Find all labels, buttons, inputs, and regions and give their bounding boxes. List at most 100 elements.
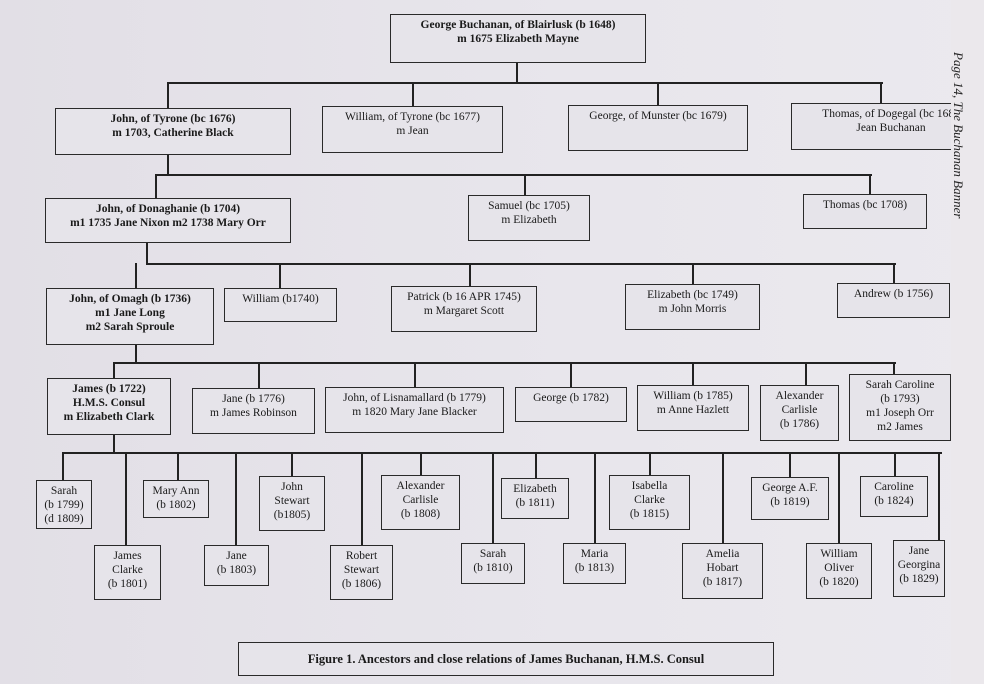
- person-detail: Clarke: [634, 494, 665, 506]
- person-box-mary-ann: Mary Ann (b 1802): [143, 480, 209, 518]
- connector-line: [938, 452, 940, 540]
- connector-line: [893, 263, 895, 283]
- connector-line: [291, 452, 293, 476]
- person-detail: Jean Buchanan: [856, 122, 926, 134]
- person-name: Samuel (bc 1705): [488, 200, 570, 212]
- person-detail: (b 1802): [156, 499, 196, 511]
- person-box-george-munster: George, of Munster (bc 1679): [568, 105, 748, 151]
- person-name: John, of Donaghanie (b 1704): [95, 203, 241, 215]
- connector-line: [838, 452, 840, 543]
- connector-line: [155, 174, 872, 176]
- person-name: John, of Omagh (b 1736): [69, 293, 191, 305]
- connector-line: [113, 435, 115, 452]
- person-detail: (b 1803): [216, 564, 257, 576]
- person-name: William (b1740): [242, 293, 319, 305]
- connector-line: [869, 174, 871, 194]
- person-name: John: [281, 481, 303, 493]
- person-detail: (b 1817): [702, 576, 743, 588]
- person-name: Elizabeth (bc 1749): [647, 289, 738, 301]
- person-detail: m2 James: [877, 421, 923, 433]
- page-margin: [951, 0, 984, 684]
- person-detail: (b 1813): [574, 562, 615, 574]
- person-name: John, of Lisnamallard (b 1779): [343, 392, 486, 404]
- person-name: Alexander: [396, 480, 445, 492]
- connector-line: [167, 82, 883, 84]
- connector-line: [361, 452, 363, 545]
- person-name: Robert: [345, 550, 378, 562]
- person-detail: (b 1806): [341, 578, 382, 590]
- person-name: Patrick (b 16 APR 1745): [407, 291, 521, 303]
- person-name: Jane: [226, 550, 247, 562]
- connector-line: [524, 174, 526, 195]
- person-detail: (b 1793): [880, 393, 920, 405]
- connector-line: [135, 345, 137, 362]
- connector-line: [113, 362, 896, 364]
- connector-line: [657, 82, 659, 105]
- person-detail: (b 1815): [629, 508, 670, 520]
- person-box-john-lisnamallard: John, of Lisnamallard (b 1779)m 1820 Mar…: [325, 387, 504, 433]
- person-box-george-af: George A.F.(b 1819): [751, 477, 829, 520]
- person-detail: (b 1820): [819, 576, 859, 588]
- connector-line: [279, 263, 281, 288]
- person-name: George, of Munster (bc 1679): [589, 110, 727, 122]
- connector-line: [146, 263, 896, 265]
- person-name: Jane: [908, 545, 930, 557]
- person-detail: Georgina: [897, 559, 941, 571]
- connector-line: [135, 263, 137, 288]
- person-box-jane-1776: Jane (b 1776)m James Robinson: [192, 388, 315, 434]
- person-detail: (b 1801): [107, 578, 148, 590]
- person-detail: (b 1810): [473, 562, 513, 574]
- person-detail: m Elizabeth: [501, 214, 557, 226]
- connector-line: [570, 362, 572, 387]
- person-name: Alexander: [775, 390, 824, 402]
- person-name: Amelia: [705, 548, 740, 560]
- connector-line: [722, 452, 724, 543]
- person-box-sarah-1810: Sarah (b 1810): [461, 543, 525, 584]
- connector-line: [146, 243, 148, 263]
- connector-line: [516, 63, 518, 82]
- person-detail: m2 Sarah Sproule: [85, 321, 175, 333]
- figure-caption: Figure 1. Ancestors and close relations …: [238, 642, 774, 676]
- person-detail: Carlisle: [781, 404, 818, 416]
- connector-line: [805, 362, 807, 385]
- person-name: Caroline: [874, 481, 914, 493]
- person-name: Isabella: [631, 480, 668, 492]
- person-box-patrick: Patrick (b 16 APR 1745)m Margaret Scott: [391, 286, 537, 332]
- page-header: Page 14, The Buchanan Banner: [951, 52, 966, 219]
- connector-line: [62, 452, 64, 480]
- person-box-john-donaghanie: John, of Donaghanie (b 1704) m1 1735 Jane…: [45, 198, 291, 243]
- person-detail: (b 1808): [400, 508, 441, 520]
- connector-line: [235, 452, 237, 545]
- connector-line: [167, 82, 169, 108]
- person-detail: m1 1735 Jane Nixon m2 1738 Mary Orr: [70, 217, 266, 229]
- person-detail: (b 1824): [874, 495, 914, 507]
- person-box-william-tyrone: William, of Tyrone (bc 1677)m Jean: [322, 106, 503, 153]
- connector-line: [535, 452, 537, 478]
- person-name: Sarah: [479, 548, 507, 560]
- person-name: Thomas, of Dogegal (bc 1680: [822, 108, 960, 120]
- person-detail: m1 Joseph Orr: [866, 407, 934, 419]
- person-detail: m 1675 Elizabeth Mayne: [457, 33, 579, 45]
- person-name: Mary Ann: [152, 485, 200, 497]
- person-detail: Stewart: [343, 564, 380, 576]
- person-name: James (b 1722): [72, 383, 146, 395]
- person-detail: Hobart: [706, 562, 739, 574]
- person-name: George Buchanan, of Blairlusk (b 1648): [420, 19, 616, 31]
- connector-line: [692, 263, 694, 284]
- person-detail: H.M.S. Consul: [72, 397, 146, 409]
- person-name: George (b 1782): [533, 392, 609, 404]
- connector-line: [155, 174, 157, 198]
- person-name: John, of Tyrone (bc 1676): [110, 113, 236, 125]
- connector-line: [594, 452, 596, 543]
- connector-line: [880, 82, 882, 103]
- connector-line: [167, 155, 169, 174]
- person-name: George A.F.: [762, 482, 818, 494]
- person-box-jane-1803: Jane (b 1803): [204, 545, 269, 586]
